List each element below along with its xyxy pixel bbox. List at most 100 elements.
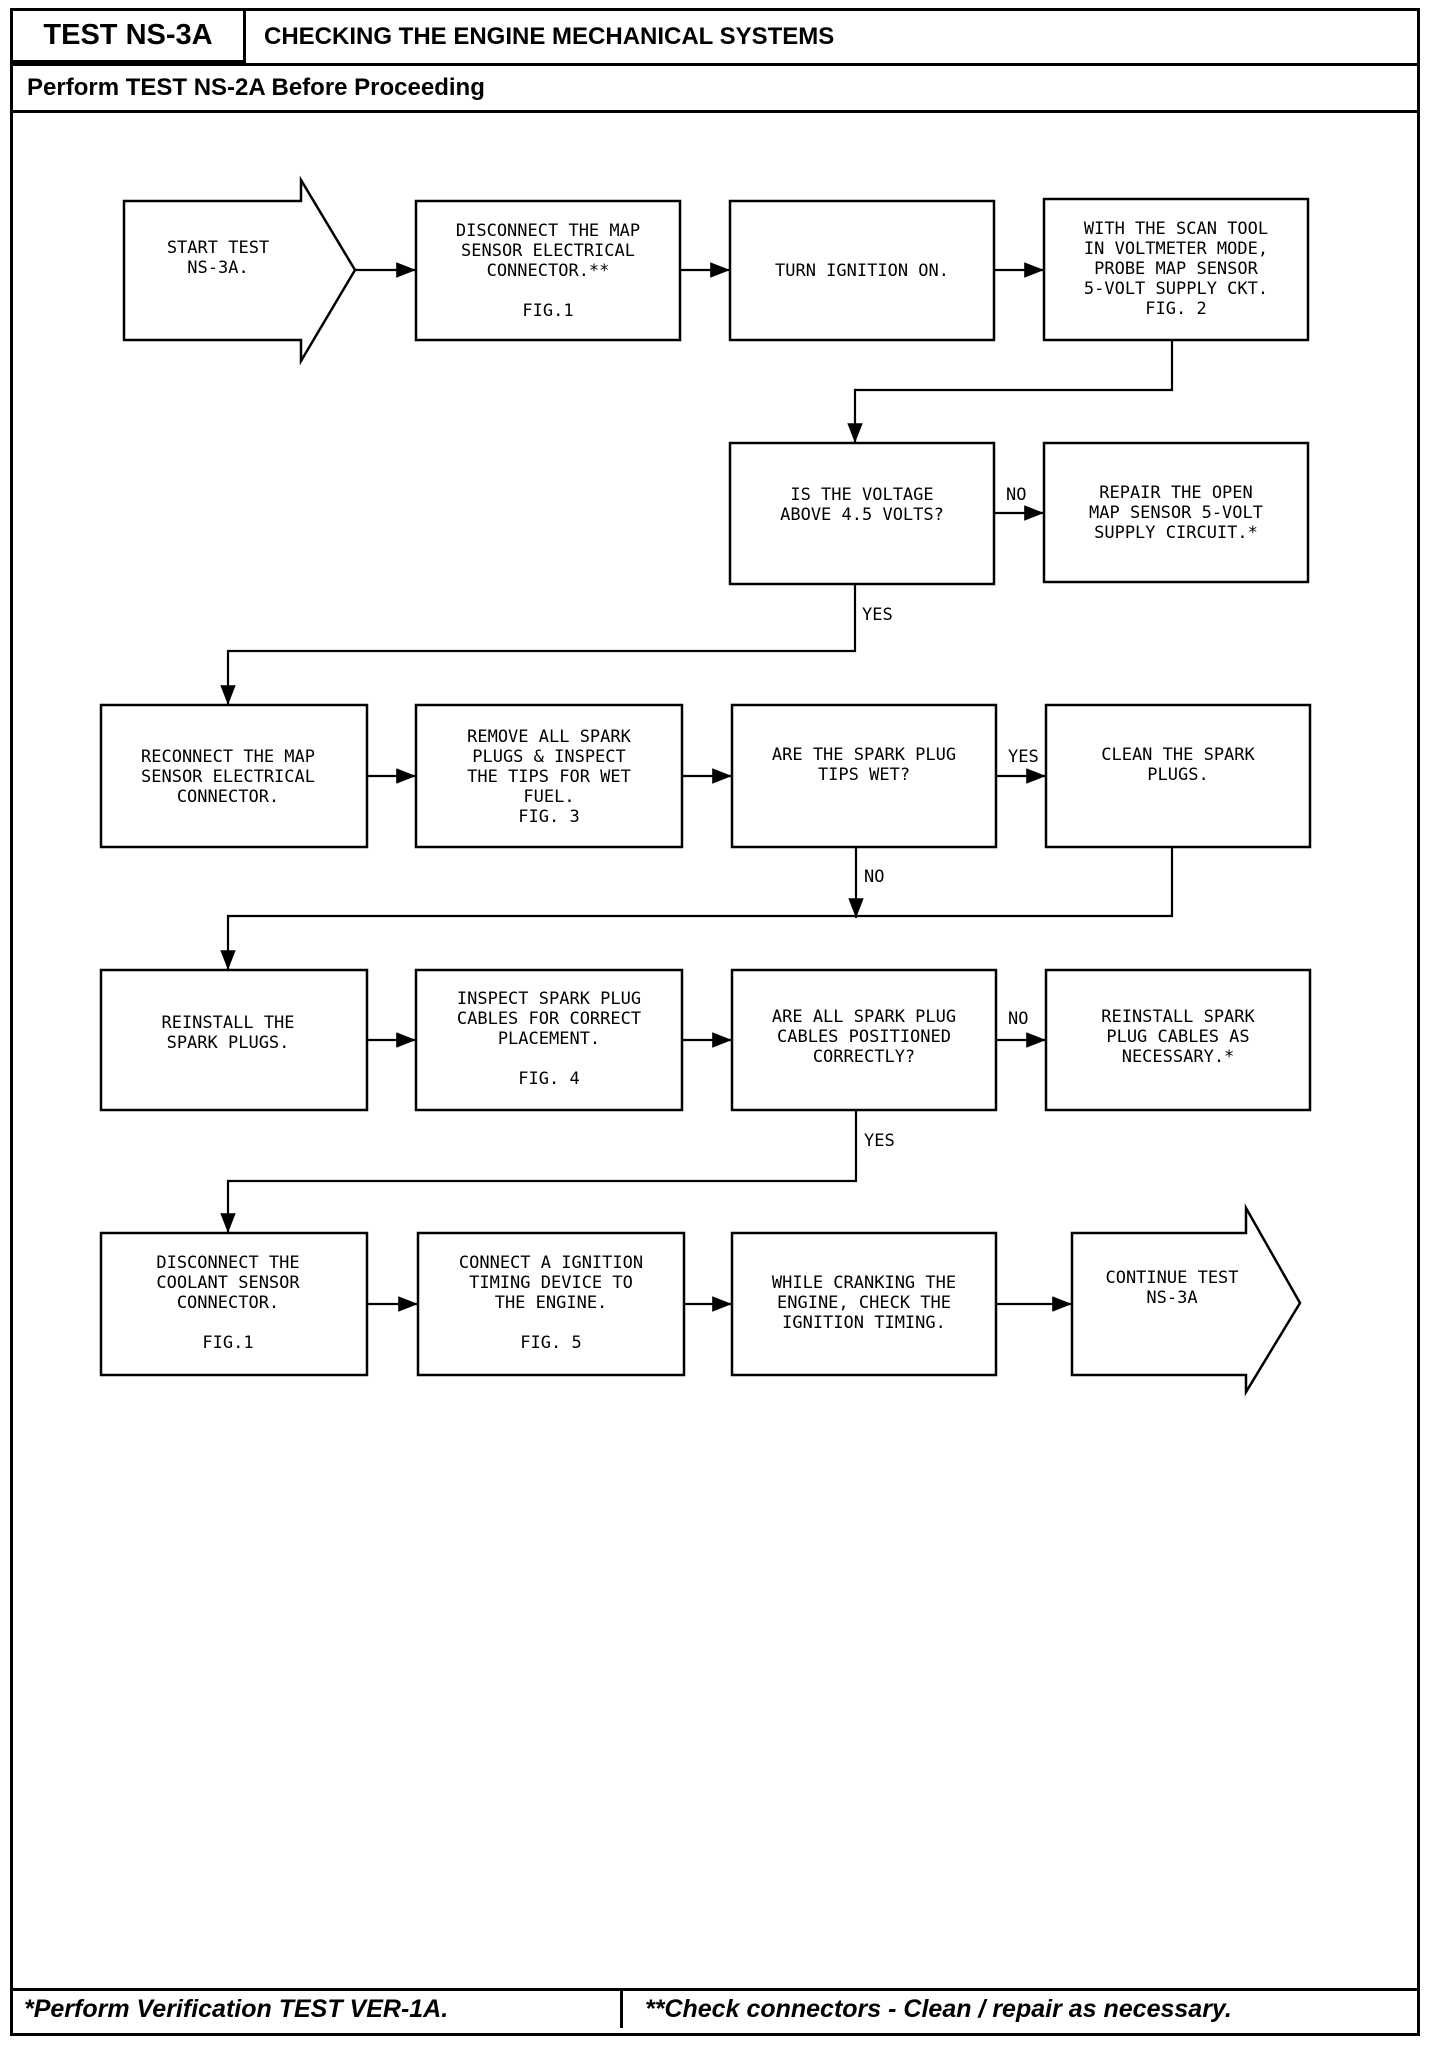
step-timing-device-text-line: CONNECT A IGNITION <box>459 1253 643 1273</box>
step-timing-device-text-line: TIMING DEVICE TO <box>469 1273 633 1293</box>
step-reconnect-map <box>99 703 369 849</box>
step-reconnect-map-text-line: CONNECTOR. <box>177 787 279 807</box>
step-reinstall-plugs-text-line: SPARK PLUGS. <box>167 1033 290 1053</box>
continue-text-line: CONTINUE TEST <box>1105 1268 1238 1288</box>
step-disconnect-map-text-line: DISCONNECT THE MAP <box>456 221 640 241</box>
connector-decision3-yes <box>220 1110 858 1233</box>
decision-voltage-text-line: ABOVE 4.5 VOLTS? <box>780 505 944 525</box>
step-probe-map-text-line: FIG. 2 <box>1145 299 1206 319</box>
decision-cables-positioned-text-line: CORRECTLY? <box>813 1047 915 1067</box>
decision-cables-positioned-text-line: ARE ALL SPARK PLUG <box>772 1007 956 1027</box>
step-check-timing-text-line: ENGINE, CHECK THE <box>777 1293 951 1313</box>
start-text-line: NS-3A. <box>187 258 248 278</box>
decision-plugs-wet-text-line: ARE THE SPARK PLUG <box>772 745 956 765</box>
step-remove-plugs-text-line: FIG. 3 <box>518 807 579 827</box>
connector-decision1-yes <box>220 584 857 705</box>
label-no-3: NO <box>1008 1009 1028 1029</box>
continue-arrow <box>1070 1203 1302 1397</box>
step-remove-plugs-text-line: FUEL. <box>523 787 574 807</box>
footnote-verification: *Perform Verification TEST VER-1A. <box>10 1988 623 2028</box>
step-disconnect-coolant-text-line: FIG.1 <box>202 1333 253 1353</box>
step-clean-plugs-text-line: CLEAN THE SPARK <box>1101 745 1255 765</box>
step-disconnect-map-text-line: FIG.1 <box>522 301 573 321</box>
label-yes-2: YES <box>1008 747 1039 767</box>
repair-open-circuit-text-line: SUPPLY CIRCUIT.* <box>1094 523 1258 543</box>
decision-cables-positioned <box>730 968 998 1112</box>
step-probe-map-text-line: 5-VOLT SUPPLY CKT. <box>1084 279 1268 299</box>
page-title: CHECKING THE ENGINE MECHANICAL SYSTEMS <box>264 23 835 50</box>
step-reconnect-map-text-line: SENSOR ELECTRICAL <box>141 767 315 787</box>
step-inspect-cables-text-line: CABLES FOR CORRECT <box>457 1009 641 1029</box>
step-disconnect-map <box>414 199 682 342</box>
step-ignition-on <box>728 199 996 342</box>
repair-reinstall-cables-text-line: REINSTALL SPARK <box>1101 1007 1255 1027</box>
step-check-timing-text-line: WHILE CRANKING THE <box>772 1273 956 1293</box>
step-disconnect-coolant <box>99 1231 369 1377</box>
step-inspect-cables-text-line: INSPECT SPARK PLUG <box>457 989 641 1009</box>
step-ignition-on-text: TURN IGNITION ON. <box>775 261 949 281</box>
label-no-1: NO <box>1006 485 1026 505</box>
step-remove-plugs-text-line: THE TIPS FOR WET <box>467 767 631 787</box>
step-reconnect-map-text-line: RECONNECT THE MAP <box>141 747 315 767</box>
step-reinstall-plugs-text-line: REINSTALL THE <box>161 1013 294 1033</box>
start-text-line: START TEST <box>167 238 269 258</box>
repair-open-circuit-text-line: MAP SENSOR 5-VOLT <box>1089 503 1263 523</box>
repair-reinstall-cables <box>1044 968 1312 1112</box>
step-probe-map-text-line: PROBE MAP SENSOR <box>1094 259 1259 279</box>
step-timing-device-text-line: THE ENGINE. <box>495 1293 608 1313</box>
repair-open-circuit-text-line: REPAIR THE OPEN <box>1099 483 1253 503</box>
step-probe-map-text-line: IN VOLTMETER MODE, <box>1084 239 1268 259</box>
step-disconnect-map-text-line: SENSOR ELECTRICAL <box>461 241 635 261</box>
step-remove-plugs-text-line: REMOVE ALL SPARK <box>467 727 632 747</box>
footnote-connectors: **Check connectors - Clean / repair as n… <box>623 1988 1420 2028</box>
step-check-timing <box>730 1231 998 1377</box>
step-probe-map-text-line: WITH THE SCAN TOOL <box>1084 219 1268 239</box>
connector-step3-decision1 <box>847 340 1174 443</box>
step-remove-plugs-text-line: PLUGS & INSPECT <box>472 747 626 767</box>
step-inspect-cables-text-line: PLACEMENT. <box>498 1029 600 1049</box>
decision-cables-positioned-text-line: CABLES POSITIONED <box>777 1027 951 1047</box>
step-clean-plugs <box>1044 703 1312 849</box>
step-clean-plugs-text-line: PLUGS. <box>1147 765 1208 785</box>
step-inspect-cables <box>414 968 684 1112</box>
step-disconnect-coolant-text-line: DISCONNECT THE <box>156 1253 299 1273</box>
step-ignition-on-text-line: TURN IGNITION ON. <box>775 261 949 281</box>
decision-plugs-wet-text-line: TIPS WET? <box>818 765 910 785</box>
continue-text-line: NS-3A <box>1146 1288 1197 1308</box>
step-disconnect-coolant-text-line: COOLANT SENSOR <box>156 1273 300 1293</box>
step-probe-map <box>1042 197 1310 342</box>
step-disconnect-map-text-line: CONNECTOR.** <box>487 261 610 281</box>
step-remove-plugs <box>414 703 684 849</box>
step-timing-device-text-line: FIG. 5 <box>520 1333 581 1353</box>
label-no-2: NO <box>864 867 884 887</box>
decision-voltage <box>728 441 996 586</box>
page-frame: TEST NS-3A CHECKING THE ENGINE MECHANICA… <box>10 8 1420 2036</box>
label-yes-3: YES <box>864 1131 895 1151</box>
connector-row3-row4 <box>220 847 1174 970</box>
step-disconnect-coolant-text-line: CONNECTOR. <box>177 1293 279 1313</box>
repair-reinstall-cables-text-line: NECESSARY.* <box>1122 1047 1235 1067</box>
decision-voltage-text-line: IS THE VOLTAGE <box>790 485 933 505</box>
repair-reinstall-cables-text-line: PLUG CABLES AS <box>1106 1027 1249 1047</box>
test-id: TEST NS-3A <box>13 11 246 63</box>
step-inspect-cables-text-line: FIG. 4 <box>518 1069 579 1089</box>
step-check-timing-text-line: IGNITION TIMING. <box>782 1313 946 1333</box>
